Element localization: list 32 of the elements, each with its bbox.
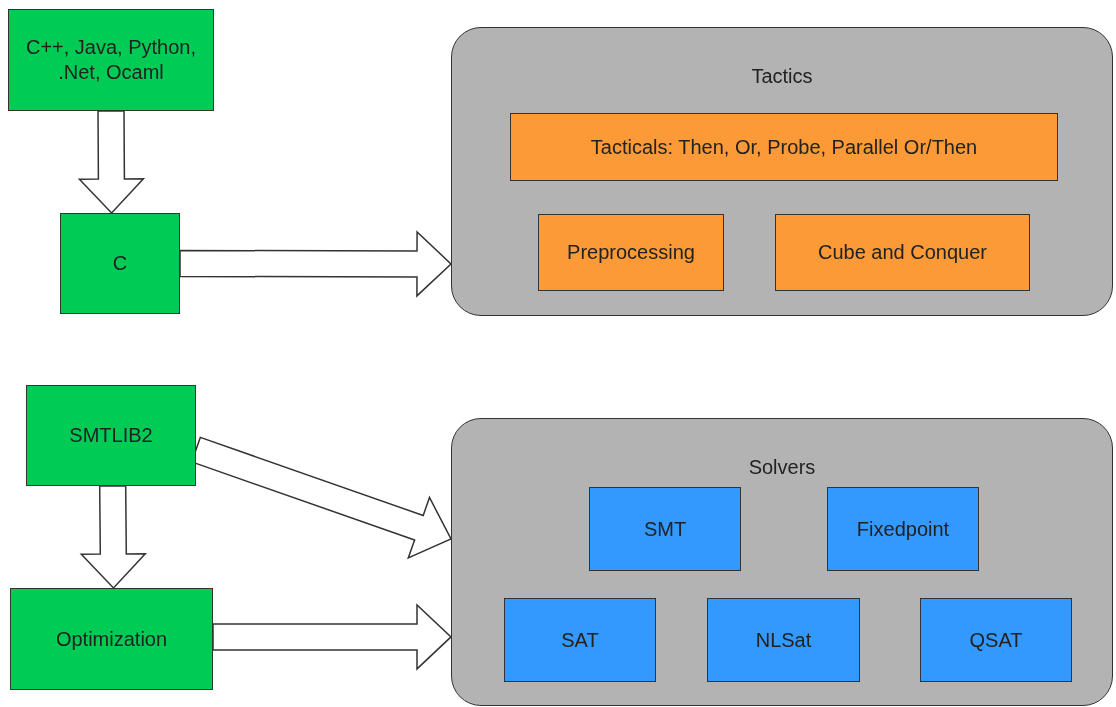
block-arrow	[179, 230, 453, 298]
box-label: SAT	[561, 627, 599, 653]
process-box	[827, 487, 979, 571]
group-container	[451, 27, 1113, 316]
box-label: QSAT	[969, 627, 1023, 653]
process-box	[707, 598, 860, 682]
box-label: NLSat	[755, 627, 812, 653]
block-arrow	[77, 110, 146, 215]
process-box	[589, 487, 741, 571]
box-label: SMTLIB2	[69, 423, 153, 448]
block-arrow	[79, 485, 148, 590]
process-box	[504, 598, 656, 682]
process-box	[538, 214, 724, 291]
box-label: Cube and Conquer	[818, 240, 987, 265]
process-box	[8, 9, 214, 111]
process-box	[920, 598, 1072, 682]
process-box	[10, 588, 213, 690]
group-title: Solvers	[748, 455, 816, 480]
group-container	[451, 418, 1113, 706]
box-label: Tacticals: Then, Or, Probe, Parallel Or/Then	[590, 134, 978, 160]
box-label: Optimization	[55, 626, 168, 652]
box-label: C++, Java, Python, .Net, Ocaml	[24, 35, 198, 85]
process-box	[26, 385, 196, 486]
block-arrow	[212, 603, 453, 671]
process-box	[510, 113, 1058, 181]
process-box	[775, 214, 1030, 291]
group-title: Tactics	[751, 64, 813, 89]
box-label: Fixedpoint	[856, 516, 950, 542]
process-box	[60, 213, 180, 314]
box-label: SMT	[643, 516, 687, 542]
box-label: Preprocessing	[567, 240, 695, 265]
box-label: C	[112, 251, 128, 276]
